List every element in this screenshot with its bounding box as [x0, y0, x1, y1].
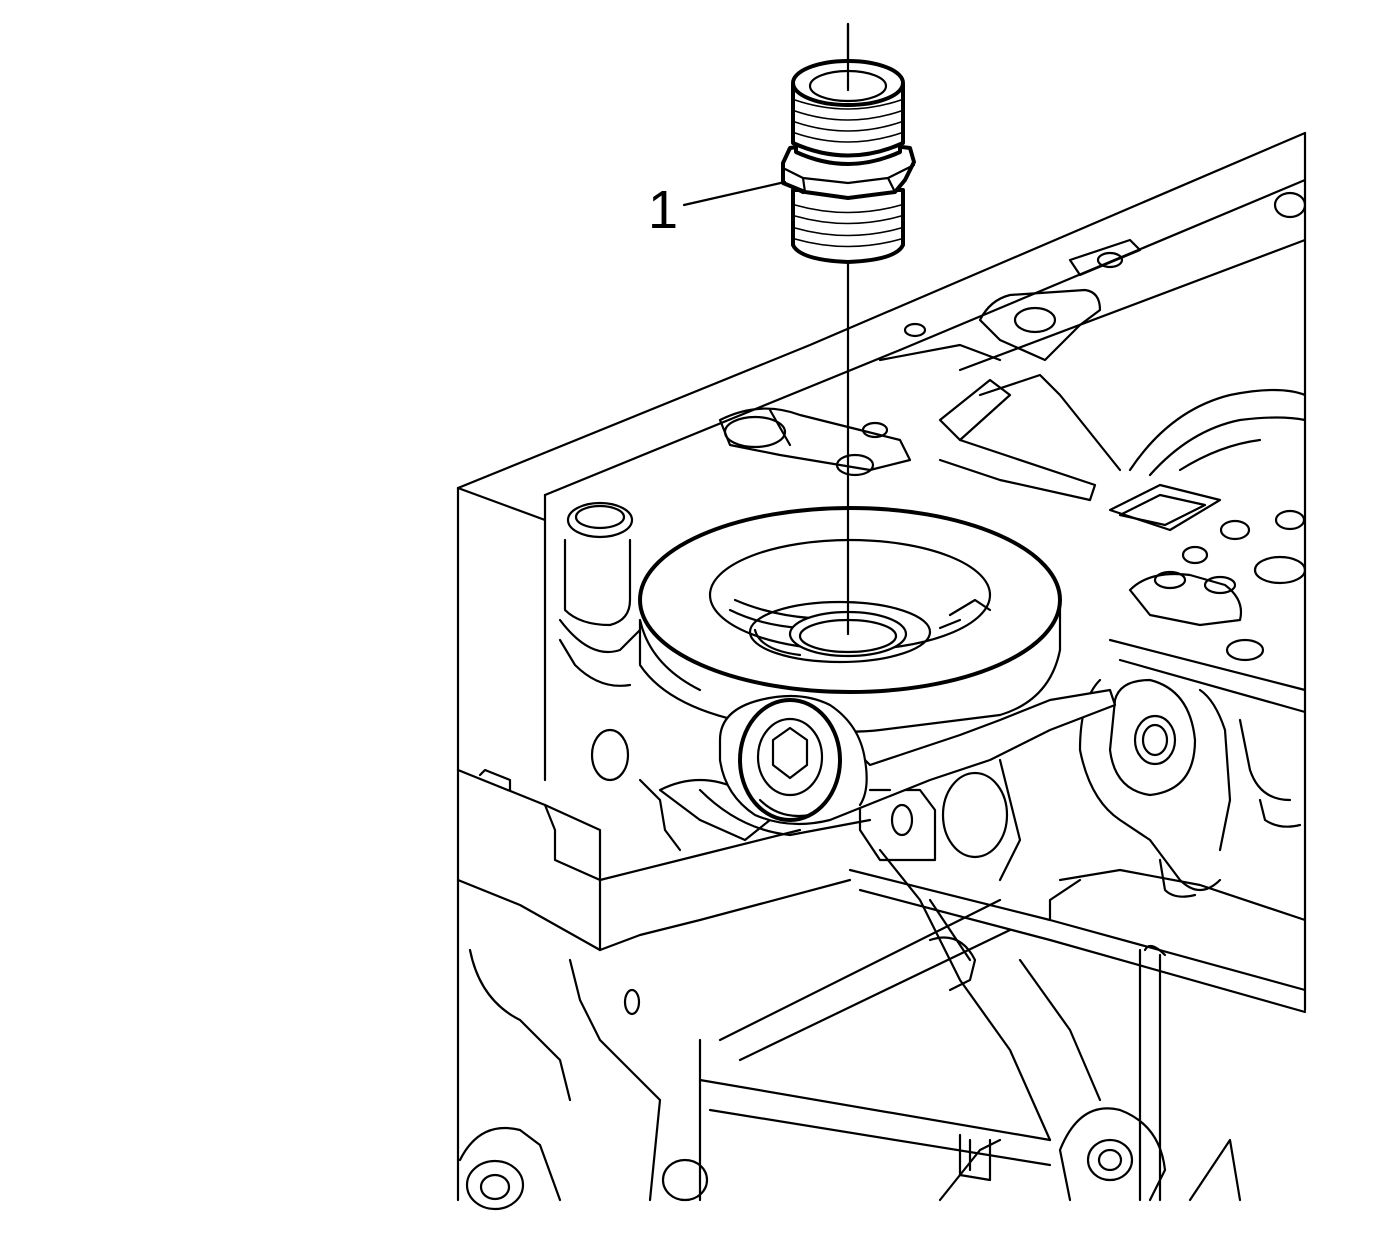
callout-1: 1: [648, 180, 787, 240]
callout-1-leader: [682, 180, 787, 207]
bracket-with-bolt: [698, 688, 1117, 837]
filter-mounting-boss: [638, 506, 1062, 733]
oil-filter-fitting: [781, 22, 916, 264]
engine-block-housing: [456, 131, 1307, 1211]
callout-1-label: 1: [648, 180, 678, 240]
